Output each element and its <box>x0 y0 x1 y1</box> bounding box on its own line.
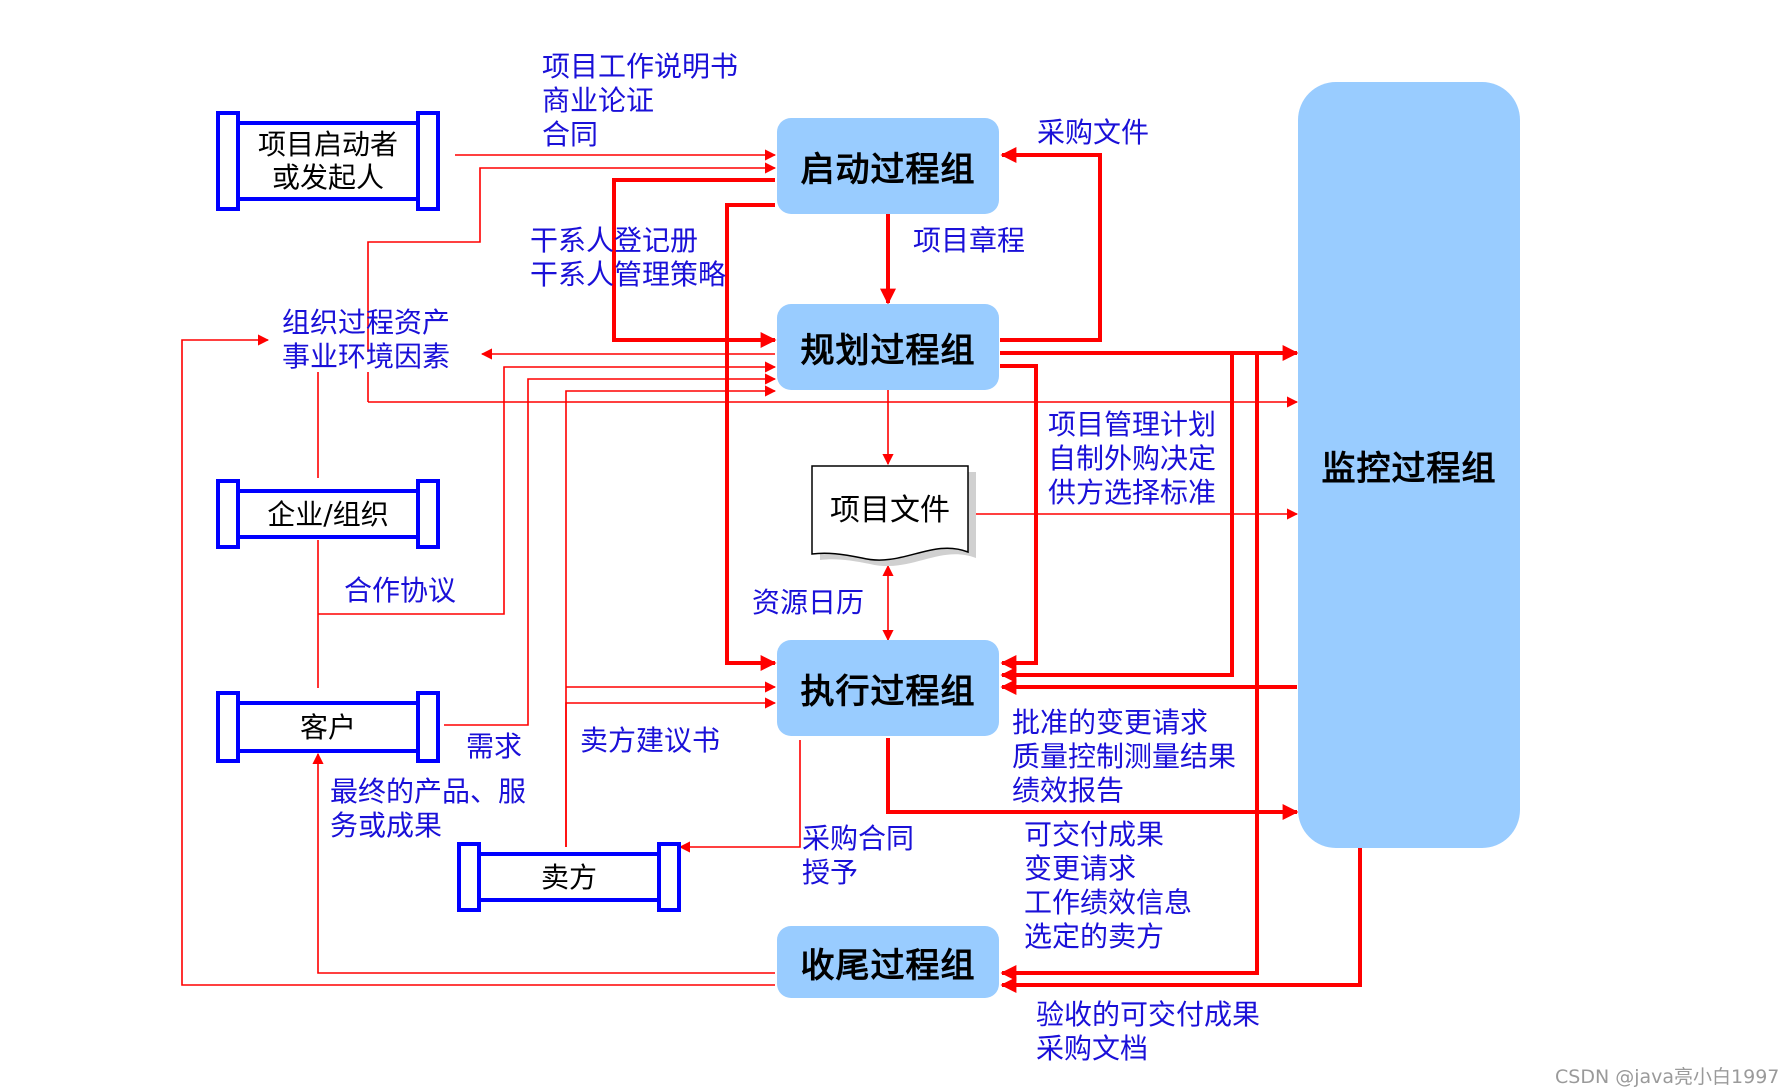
label-contract-award: 采购合同 授予 <box>802 822 915 889</box>
monitoring-process-group[interactable]: 监控过程组 <box>1298 82 1520 848</box>
arrow-opa-to-initiating <box>367 162 777 352</box>
arrow-requirements-to-planning <box>444 373 777 726</box>
scroll-cap-right <box>416 691 440 763</box>
executing-process-group[interactable]: 执行过程组 <box>777 640 999 736</box>
monitoring-label: 监控过程组 <box>1321 448 1497 489</box>
initiating-process-group[interactable]: 启动过程组 <box>777 118 999 214</box>
label-cooperation: 合作协议 <box>344 574 457 607</box>
project-document-shape <box>811 465 976 567</box>
enterprise-label: 企业/组织 <box>267 497 389 531</box>
arrow-initiating-to-planning-loop <box>612 178 777 348</box>
label-opa: 组织过程资产 事业环境因素 <box>282 306 451 373</box>
arrow-closing-to-opa <box>181 334 775 986</box>
scroll-cap-right <box>657 842 681 912</box>
executing-label: 执行过程组 <box>800 671 976 712</box>
scroll-cap-right <box>416 111 440 211</box>
label-resource-calendar: 资源日历 <box>752 586 865 619</box>
scroll-cap-left <box>216 691 240 763</box>
arrow-cooperation-to-planning <box>318 361 777 615</box>
label-sow: 项目工作说明书 商业论证 合同 <box>542 50 739 151</box>
arrow-closing-to-customer <box>312 752 775 974</box>
document-outline <box>811 465 969 561</box>
arrow-seller-to-planning <box>565 385 777 847</box>
seller-entity[interactable]: 卖方 <box>457 842 681 912</box>
label-pm-plan: 项目管理计划 自制外购决定 供方选择标准 <box>1048 408 1217 509</box>
sponsor-label: 项目启动者 或发起人 <box>257 128 398 194</box>
project-document-label: 项目文件 <box>830 493 950 528</box>
label-procurement-docs: 采购文件 <box>1037 116 1150 149</box>
customer-entity[interactable]: 客户 <box>216 691 440 763</box>
arrow-planning-to-closing <box>1000 351 1259 981</box>
watermark: CSDN @java亮小白1997 <box>1555 1066 1780 1088</box>
label-approved-changes: 批准的变更请求 质量控制测量结果 绩效报告 <box>1012 706 1237 807</box>
label-deliverables: 可交付成果 变更请求 工作绩效信息 选定的卖方 <box>1024 818 1193 953</box>
arrow-executing-to-seller <box>678 740 801 853</box>
closing-label: 收尾过程组 <box>800 945 976 986</box>
label-final-product: 最终的产品、服 务或成果 <box>330 775 527 842</box>
planning-label: 规划过程组 <box>800 330 976 371</box>
closing-process-group[interactable]: 收尾过程组 <box>777 926 999 998</box>
label-accepted: 验收的可交付成果 采购文档 <box>1036 998 1261 1065</box>
label-requirements: 需求 <box>466 730 523 763</box>
arrow-monitoring-to-closing <box>1000 848 1362 993</box>
enterprise-entity[interactable]: 企业/组织 <box>216 479 440 549</box>
planning-process-group[interactable]: 规划过程组 <box>777 304 999 390</box>
label-charter: 项目章程 <box>913 224 1026 257</box>
initiating-label: 启动过程组 <box>800 149 976 190</box>
customer-label: 客户 <box>299 710 356 744</box>
label-seller-proposal: 卖方建议书 <box>580 724 721 757</box>
scroll-cap-left <box>457 842 481 912</box>
project-document[interactable]: 项目文件 <box>812 485 968 535</box>
scroll-cap-left <box>216 111 240 211</box>
arrow-seller-proposal-to-executing <box>565 697 777 847</box>
scroll-cap-right <box>416 479 440 549</box>
scroll-cap-left <box>216 479 240 549</box>
sponsor-entity[interactable]: 项目启动者 或发起人 <box>216 111 440 211</box>
arrow-executing-to-monitoring <box>886 738 1299 820</box>
label-stakeholder: 干系人登记册 干系人管理策略 <box>530 224 727 291</box>
arrow-planning-to-initiating <box>1000 147 1102 342</box>
arrow-planning-to-executing <box>1000 364 1038 671</box>
arrow-initiating-to-executing <box>725 203 777 671</box>
seller-label: 卖方 <box>540 860 597 894</box>
